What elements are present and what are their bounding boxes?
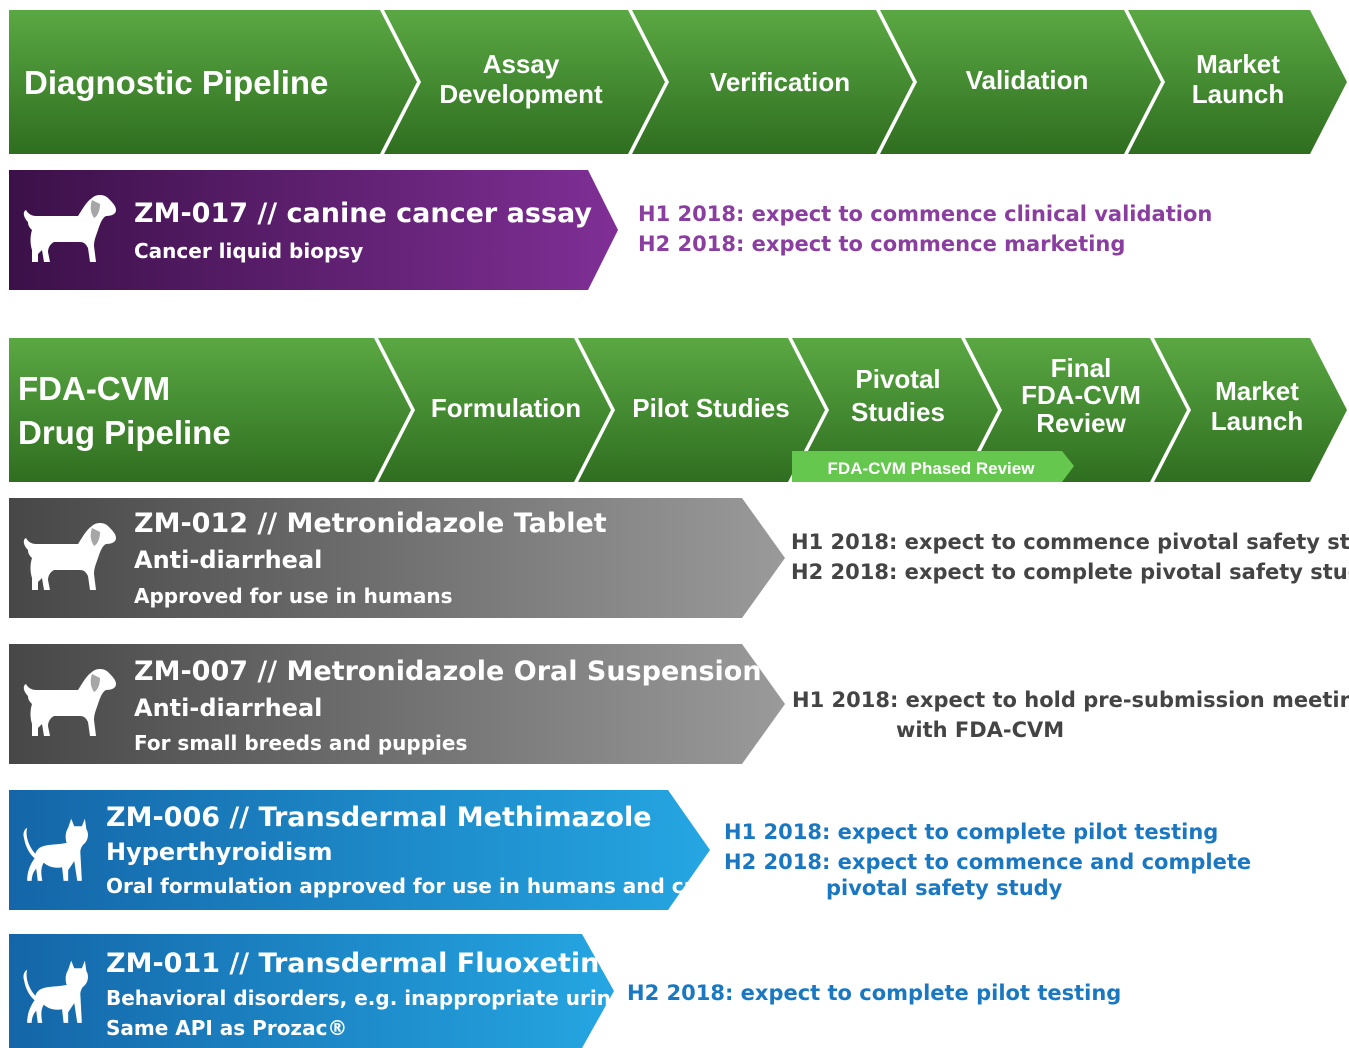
product-subtitle: Anti-diarrheal <box>134 694 323 722</box>
stage-label: Verification <box>710 67 850 97</box>
stage-label: Launch <box>1211 406 1303 436</box>
drug-title-segment <box>9 338 411 482</box>
diagnostic-stage-segment <box>880 10 1161 154</box>
product-detail: Same API as Prozac® <box>106 1016 348 1040</box>
drug-title-line1: FDA-CVM <box>18 370 170 407</box>
milestone-note: H2 2018: expect to commence marketing <box>638 232 1126 256</box>
stage-label: Pilot Studies <box>632 393 789 423</box>
drug-pipeline-bar: FDA-CVM Phased Review FDA-CVM Drug Pipel… <box>9 338 1347 482</box>
product-arrow-zm017 <box>9 170 618 290</box>
diagnostic-pipeline-bar: Diagnostic Pipeline Assay Development Ve… <box>9 10 1347 154</box>
product-subtitle: Anti-diarrheal <box>134 546 323 574</box>
product-detail: Approved for use in humans <box>134 584 453 608</box>
product-subtitle: Hyperthyroidism <box>106 838 333 866</box>
product-title: ZM-017 // canine cancer assay <box>134 198 592 229</box>
drug-stage-segment <box>965 338 1187 482</box>
stage-label: Formulation <box>431 393 581 423</box>
milestone-note: H1 2018: expect to hold pre-submission m… <box>792 688 1349 712</box>
drug-stage-segment <box>1154 338 1347 482</box>
product-title: ZM-012 // Metronidazole Tablet <box>134 508 607 539</box>
product-arrow-zm012 <box>9 498 785 618</box>
product-title: ZM-011 // Transdermal Fluoxetine <box>106 948 618 979</box>
stage-label: Launch <box>1192 79 1284 109</box>
diagnostic-stage-segment <box>1128 10 1347 154</box>
milestone-note: H1 2018: expect to complete pilot testin… <box>724 820 1219 844</box>
product-detail: Oral formulation approved for use in hum… <box>106 874 719 898</box>
stage-label: Review <box>1036 408 1126 438</box>
drug-stage-segment <box>378 338 611 482</box>
stage-label: Market <box>1215 376 1299 406</box>
phased-review-label: FDA-CVM Phased Review <box>828 459 1036 478</box>
milestone-note: H1 2018: expect to commence pivotal safe… <box>791 530 1349 554</box>
stage-label: Development <box>439 79 603 109</box>
drug-stage-segment <box>578 338 825 482</box>
product-arrow-zm011 <box>9 934 614 1048</box>
product-arrow-zm007 <box>9 644 785 764</box>
product-subtitle: Cancer liquid biopsy <box>134 239 364 263</box>
milestone-note: H2 2018: expect to commence and complete <box>724 850 1252 874</box>
product-arrow-zm006 <box>9 790 710 910</box>
milestone-note: pivotal safety study <box>826 876 1063 900</box>
stage-label: Final <box>1051 353 1112 383</box>
drug-stage-segment <box>792 338 998 482</box>
milestone-note: with FDA-CVM <box>896 718 1065 742</box>
milestone-note: H2 2018: expect to complete pivotal safe… <box>791 560 1349 584</box>
stage-label: FDA-CVM <box>1021 380 1141 410</box>
milestone-note: H2 2018: expect to complete pilot testin… <box>627 981 1122 1005</box>
diagnostic-stage-segment <box>632 10 913 154</box>
diagnostic-title: Diagnostic Pipeline <box>24 64 328 101</box>
product-detail: For small breeds and puppies <box>134 731 468 755</box>
drug-title-line2: Drug Pipeline <box>18 414 231 451</box>
product-title: ZM-007 // Metronidazole Oral Suspension <box>134 656 762 687</box>
stage-label: Studies <box>851 397 945 427</box>
stage-label: Pivotal <box>855 364 940 394</box>
diagnostic-stage-segment <box>384 10 665 154</box>
stage-label: Assay <box>483 49 560 79</box>
milestone-note: H1 2018: expect to commence clinical val… <box>638 202 1213 226</box>
stage-label: Validation <box>966 65 1089 95</box>
phased-review-bar <box>792 451 1074 482</box>
stage-label: Market <box>1196 49 1280 79</box>
product-title: ZM-006 // Transdermal Methimazole <box>106 802 652 833</box>
diagnostic-title-segment <box>9 10 417 154</box>
product-subtitle: Behavioral disorders, e.g. inappropriate… <box>106 986 669 1010</box>
